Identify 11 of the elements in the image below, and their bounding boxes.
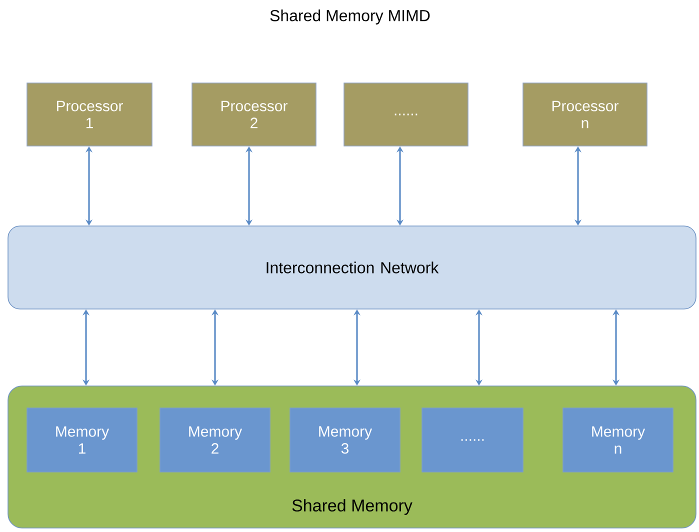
processor-box: Processor 1 bbox=[26, 82, 152, 146]
processor-box: Processor n bbox=[522, 82, 648, 146]
processor-box: Processor 2 bbox=[192, 82, 316, 146]
memory-box: ...... bbox=[422, 408, 524, 472]
processor-box: ...... bbox=[344, 82, 468, 146]
memory-box: Memory 3 bbox=[290, 408, 400, 472]
title: Shared Memory MIMD bbox=[270, 10, 430, 24]
memory-box: Memory n bbox=[562, 408, 674, 472]
memory-box: Memory 1 bbox=[26, 408, 138, 472]
memory-box: Memory 2 bbox=[160, 408, 270, 472]
network-box: Interconnection Network bbox=[8, 226, 696, 310]
